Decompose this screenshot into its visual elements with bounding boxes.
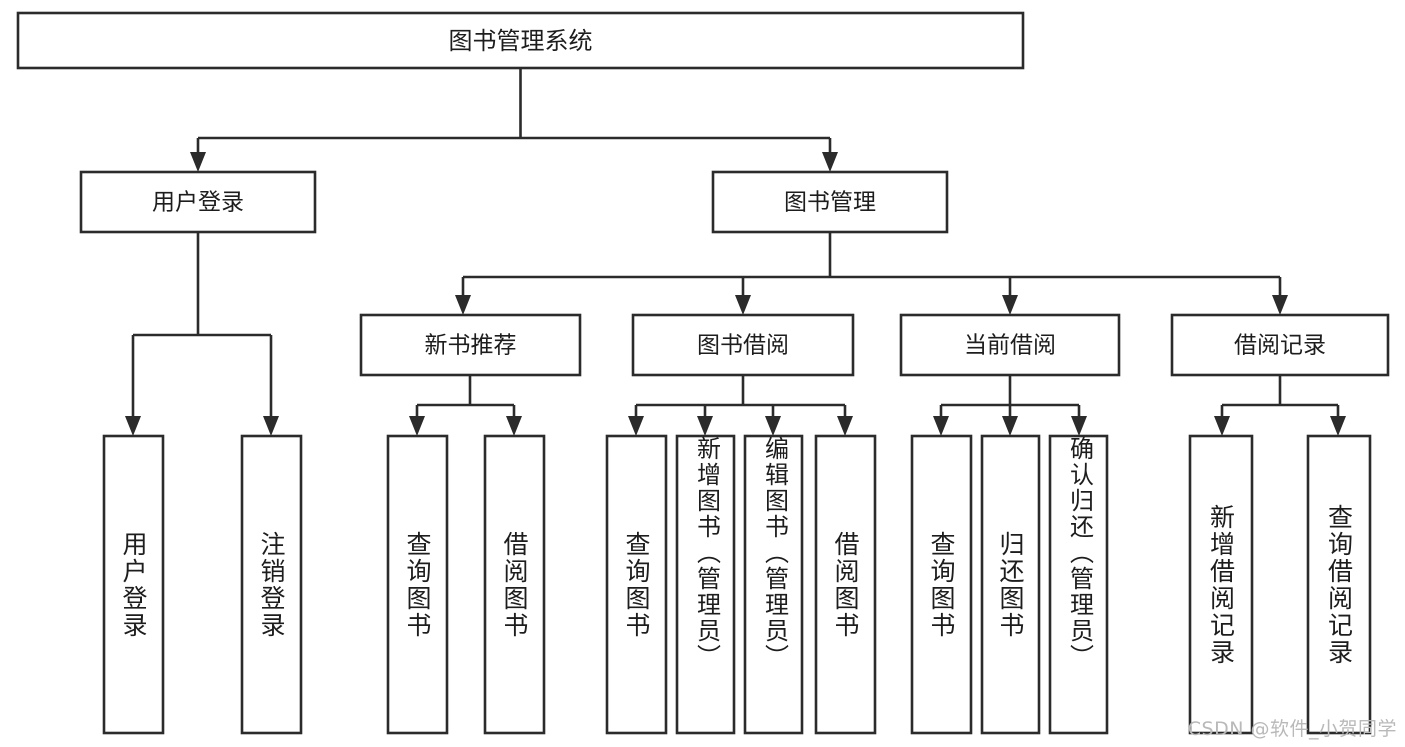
node-new-book-recommend[interactable]: 新书推荐 [359,313,582,377]
node-user-login[interactable]: 用户登录 [79,170,317,234]
leaf-box-cb-query-book[interactable] [910,434,973,735]
connector-currentborrow-to-leaves [933,375,1087,436]
arrow-head-icon [697,416,713,436]
leaf-box-bb-borrow-book[interactable] [814,434,877,735]
node-root-system[interactable]: 图书管理系统 [16,11,1025,70]
leaf-box-bb-query-book[interactable] [605,434,668,735]
connector-bookmgmt-to-level3 [455,232,1288,315]
leaf-box-bb-add-book[interactable] [675,434,736,735]
arrow-head-icon [506,416,522,436]
connector-newbook-to-leaves [409,375,522,436]
connector-bookborrow-to-leaves [628,375,853,436]
arrow-head-icon [1214,416,1230,436]
arrow-head-icon [735,295,751,315]
leaf-box-nb-borrow-book[interactable] [483,434,546,735]
leaf-box-user-login[interactable] [102,434,165,735]
leaf-box-br-query-record[interactable] [1306,434,1372,735]
arrow-head-icon [409,416,425,436]
leaf-box-cb-confirm-return[interactable] [1048,434,1109,735]
node-current-borrow[interactable]: 当前借阅 [899,313,1121,377]
arrow-head-icon [455,295,471,315]
node-user-login-label: 用户登录 [152,190,244,216]
node-book-management[interactable]: 图书管理 [711,170,949,234]
node-root-label: 图书管理系统 [449,27,593,55]
arrow-head-icon [628,416,644,436]
arrow-head-icon [263,416,279,436]
connector-root-to-level2 [190,68,838,172]
connector-borrowrecord-to-leaves [1214,375,1346,436]
csdn-watermark: CSDN @软件_小贺同学 [1187,718,1397,740]
leaf-box-logout[interactable] [240,434,303,735]
arrow-head-icon [125,416,141,436]
arrow-head-icon [1002,295,1018,315]
node-book-management-label: 图书管理 [784,190,876,216]
node-borrow-record[interactable]: 借阅记录 [1170,313,1390,377]
node-borrow-record-label: 借阅记录 [1234,333,1326,359]
arrow-head-icon [765,416,781,436]
node-current-borrow-label: 当前借阅 [964,333,1056,359]
leaf-box-br-add-record[interactable] [1188,434,1254,735]
arrow-head-icon [837,416,853,436]
node-book-borrow-label: 图书借阅 [697,333,789,359]
arrow-head-icon [1330,416,1346,436]
arrow-head-icon [933,416,949,436]
arrow-head-icon [1272,295,1288,315]
leaf-box-nb-query-book[interactable] [386,434,449,735]
arrow-head-icon [1002,416,1018,436]
leaf-box-cb-return-book[interactable] [980,434,1041,735]
arrow-head-icon [1071,416,1087,436]
arrow-head-icon [822,152,838,172]
leaf-box-bb-edit-book[interactable] [743,434,804,735]
node-new-book-recommend-label: 新书推荐 [425,333,517,359]
arrow-head-icon [190,152,206,172]
connector-userlogin-to-leaves [125,232,279,436]
node-book-borrow[interactable]: 图书借阅 [631,313,855,377]
